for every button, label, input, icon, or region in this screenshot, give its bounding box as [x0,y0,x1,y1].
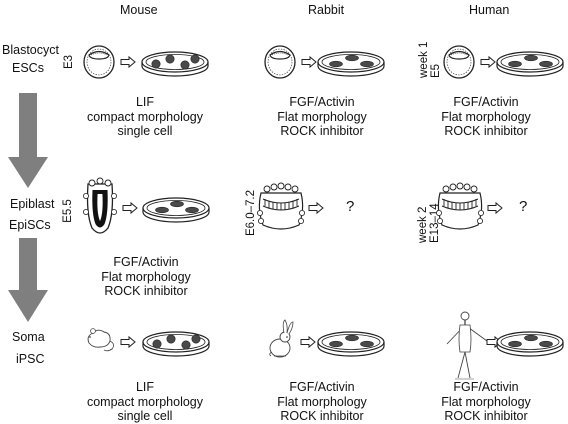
condition-line: ROCK inhibitor [104,284,188,298]
transition-arrow-blast-to-epi [8,93,48,188]
column-header-human: Human [469,3,510,17]
condition-line: FGF/Activin [453,380,519,394]
condition-line: LIF [135,380,155,394]
condition-line: ROCK inhibitor [444,409,528,423]
condition-line: LIF [135,95,155,109]
condition-line: ROCK inhibitor [280,124,364,138]
unknown-rabbit-episc: ? [346,198,355,215]
condition-line: ROCK inhibitor [280,409,364,423]
derive-arrow-icon [120,336,136,348]
rabbit-esc-dish-icon [317,51,385,77]
condition-line: compact morphology [86,109,204,124]
row-label-episcs: EpiSCs [9,218,51,232]
conditions-mouse-epi: FGF/Activin Flat morphology ROCK inhibit… [86,255,206,299]
condition-line: FGF/Activin [113,255,179,269]
row-label-epiblast: Epiblast [10,197,55,211]
conditions-mouse-esc: LIF compact morphology single cell [78,95,212,139]
derive-arrow-icon [122,202,138,214]
condition-line: single cell [117,124,173,138]
condition-line: FGF/Activin [289,380,355,394]
derive-arrow-icon [300,336,316,348]
row-label-ipsc: iPSC [16,352,45,366]
human-embryonic-disc-icon [435,182,485,230]
derive-arrow-icon [487,202,503,214]
conditions-rabbit-esc: FGF/Activin Flat morphology ROCK inhibit… [262,95,382,139]
condition-line: single cell [117,409,173,423]
unknown-human-episc: ? [519,198,528,215]
mouse-blastocyst-icon [83,45,115,79]
row-label-escs: ESCs [12,61,44,75]
condition-line: compact morphology [86,394,204,409]
derive-arrow-icon [120,56,136,68]
rabbit-ipsc-dish-icon [317,331,385,357]
rabbit-icon [269,319,294,358]
mouse-ipsc-dish-icon [142,331,210,357]
conditions-human-esc: FGF/Activin Flat morphology ROCK inhibit… [426,95,546,139]
rabbit-blastocyst-icon [264,45,296,79]
row-label-blastocyst: Blastocyct [2,43,59,57]
row-label-soma: Soma [12,330,45,344]
conditions-mouse-ipsc: LIF compact morphology single cell [78,380,212,424]
mouse-icon [87,328,114,352]
condition-line: ROCK inhibitor [444,124,528,138]
condition-line: Flat morphology [101,269,191,284]
derive-arrow-icon [301,56,317,68]
mouse-esc-dish-icon [141,51,209,77]
human-figure-icon [446,311,488,380]
condition-line: Flat morphology [441,109,531,124]
derive-arrow-icon [308,202,324,214]
rabbit-embryonic-disc-icon [256,182,306,230]
transition-arrow-epi-to-soma [8,238,48,322]
column-header-mouse: Mouse [120,3,158,17]
condition-line: Flat morphology [277,394,367,409]
condition-line: FGF/Activin [289,95,355,109]
conditions-rabbit-ipsc: FGF/Activin Flat morphology ROCK inhibit… [262,380,382,424]
column-header-rabbit: Rabbit [308,3,345,17]
derive-arrow-icon [480,56,496,68]
conditions-human-ipsc: FGF/Activin Flat morphology ROCK inhibit… [426,380,546,424]
condition-line: FGF/Activin [453,95,519,109]
human-ipsc-dish-icon [496,331,564,357]
human-blastocyst-icon [443,45,475,79]
condition-line: Flat morphology [277,109,367,124]
mouse-egg-cylinder-icon [83,177,118,234]
human-esc-dish-icon [496,51,564,77]
condition-line: Flat morphology [441,394,531,409]
mouse-episc-dish-icon [142,197,210,223]
